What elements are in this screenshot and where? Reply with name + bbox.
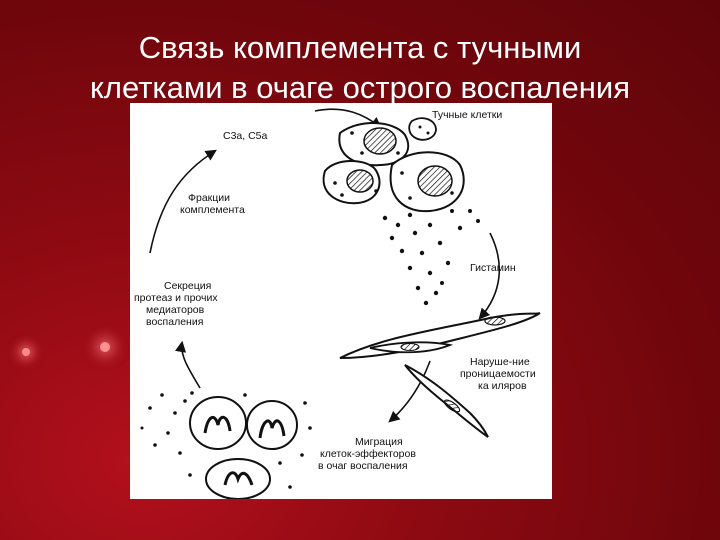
title-line-1: Связь комплемента с тучными	[138, 30, 582, 65]
label-permeability-3: ка иляров	[478, 380, 527, 392]
histamine-granules	[382, 209, 480, 306]
label-histamine: Гистамин	[470, 262, 516, 274]
complement-mast-cell-diagram: Тучные клетки С3а, С5а Фракции комплемен…	[130, 103, 552, 499]
decorative-glow-dot	[100, 342, 110, 352]
mast-cells-cluster	[322, 117, 465, 213]
slide-title: Связь комплемента с тучными клетками в о…	[0, 28, 720, 108]
label-secretion-2: протеаз и прочих	[134, 292, 218, 304]
arrow-histamine-to-capillaries	[478, 232, 501, 320]
arrow-neutrophils-to-secretion	[175, 340, 201, 389]
label-fractions-2: комплемента	[180, 204, 245, 216]
label-c3a-c5a: С3а, С5а	[223, 130, 268, 142]
decorative-glow-dot	[22, 348, 30, 356]
title-line-2: клетками в очаге острого воспаления	[90, 70, 630, 105]
effector-cells	[189, 396, 298, 499]
secreted-mediators	[140, 391, 312, 489]
label-mast-cells: Тучные клетки	[432, 109, 502, 121]
label-secretion-4: воспаления	[146, 316, 203, 328]
label-secretion-3: медиаторов	[146, 304, 205, 316]
label-permeability-2: проницаемости	[460, 368, 536, 380]
arrow-capillaries-to-migration	[388, 360, 431, 423]
label-migration-2: клеток-эффекторов	[320, 448, 416, 460]
capillary-cells	[339, 312, 541, 438]
label-secretion-1: Секреция	[164, 280, 211, 292]
label-permeability-1: Наруше-ние	[470, 356, 530, 368]
arrow-fractions-to-c3a	[149, 149, 217, 254]
label-fractions-1: Фракции	[188, 192, 230, 204]
label-migration-1: Миграция	[355, 436, 403, 448]
diagram-svg: Тучные клетки С3а, С5а Фракции комплемен…	[134, 108, 541, 499]
label-migration-3: в очаг воспаления	[318, 460, 408, 472]
